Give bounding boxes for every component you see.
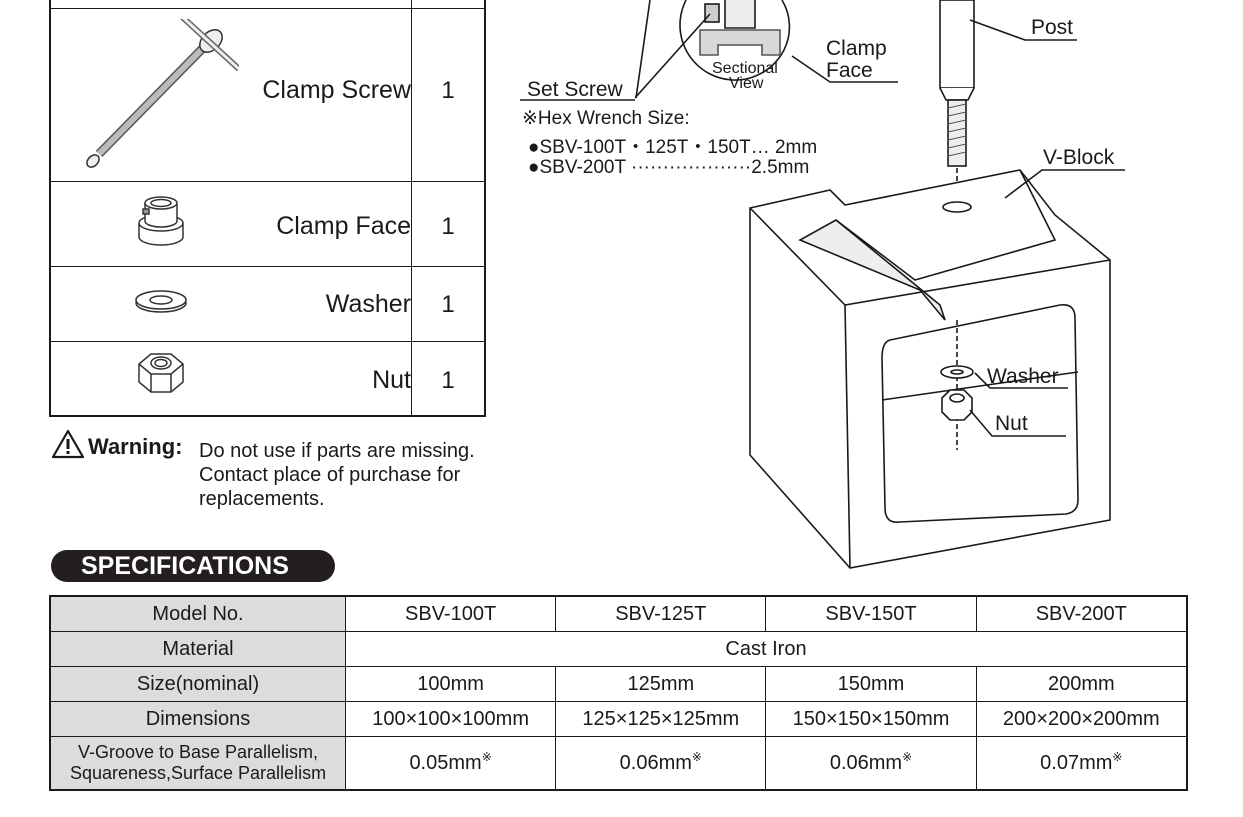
parts-row-washer: Washer 1 <box>51 266 484 342</box>
hex-wrench-title: ※Hex Wrench Size: <box>522 108 690 129</box>
spec-value: 0.06mm <box>619 751 692 774</box>
spec-cell: 0.05mm※ <box>344 736 557 791</box>
part-qty: 1 <box>441 77 455 104</box>
diagram-label-clamp-face: Face <box>826 59 873 82</box>
nut-icon <box>138 353 184 393</box>
spec-value: 0.06mm <box>829 751 903 774</box>
part-name: Clamp Face <box>276 212 411 240</box>
diagram-label-sectional-view: View <box>729 75 764 92</box>
diagram-label-nut: Nut <box>995 412 1028 435</box>
spec-cell: 0.06mm※ <box>555 736 767 791</box>
parts-row-clamp-screw: Clamp Screw 1 <box>51 8 484 181</box>
part-qty: 1 <box>441 213 455 240</box>
washer-icon <box>135 290 187 313</box>
hex-wrench-row: ●SBV-200T ···················2.5mm <box>528 157 810 178</box>
diagram-label-clamp-face: Clamp <box>826 37 887 60</box>
warning-label: Warning: <box>88 434 183 459</box>
warning-text-line: replacements. <box>199 488 325 510</box>
diagram-label-washer: Washer <box>987 365 1059 388</box>
spec-row-header: Material <box>49 631 346 667</box>
part-qty: 1 <box>441 367 455 394</box>
part-name: Washer <box>325 290 411 318</box>
v-block-assembly-diagram <box>520 0 1125 569</box>
qty-column-divider <box>411 0 412 415</box>
specifications-table: Model No. SBV-100T SBV-125T SBV-150T SBV… <box>49 595 1188 791</box>
spec-row-header: Model No. <box>49 595 346 632</box>
part-name: Clamp Screw <box>262 76 411 104</box>
spec-cell: SBV-100T <box>344 595 557 632</box>
warning-text-line: Contact place of purchase for <box>199 464 461 486</box>
spec-cell: 150×150×150mm <box>765 701 977 737</box>
note-mark: ※ <box>691 749 702 764</box>
warning-icon <box>51 429 85 459</box>
spec-value: 0.05mm <box>409 751 482 774</box>
spec-cell: 125mm <box>555 666 767 702</box>
spec-row-header-line: V-Groove to Base Parallelism, <box>77 742 319 762</box>
specifications-heading: SPECIFICATIONS <box>51 550 335 582</box>
spec-cell: 100×100×100mm <box>344 701 557 737</box>
note-mark: ※ <box>481 749 492 764</box>
diagram-label-post: Post <box>1031 16 1074 39</box>
spec-row-material: Material Cast Iron <box>49 631 1188 667</box>
spec-row-model: Model No. SBV-100T SBV-125T SBV-150T SBV… <box>49 595 1188 632</box>
spec-row-header-line: Squareness,Surface Parallelism <box>69 763 327 783</box>
part-name: Nut <box>372 366 411 394</box>
note-mark: ※ <box>902 749 913 764</box>
spec-cell: 125×125×125mm <box>555 701 767 737</box>
spec-row-header: Size(nominal) <box>49 666 346 702</box>
spec-row-parallelism: V-Groove to Base Parallelism, Squareness… <box>49 736 1188 791</box>
spec-row-header: V-Groove to Base Parallelism, Squareness… <box>49 736 346 791</box>
spec-cell: 150mm <box>765 666 977 702</box>
clamp-face-icon <box>138 196 184 246</box>
spec-cell: SBV-150T <box>765 595 977 632</box>
diagram-label-sectional-view: Sectional <box>712 60 778 77</box>
diagram-label-v-block: V-Block <box>1043 146 1115 169</box>
spec-cell: 0.06mm※ <box>765 736 977 791</box>
note-mark: ※ <box>1112 749 1123 764</box>
spec-cell: Cast Iron <box>345 631 1188 667</box>
spec-cell: SBV-200T <box>975 595 1188 632</box>
spec-value: 0.07mm <box>1040 751 1113 774</box>
spec-cell: 200×200×200mm <box>975 701 1188 737</box>
spec-cell: 100mm <box>344 666 557 702</box>
spec-cell: 0.07mm※ <box>975 736 1188 791</box>
spec-row-header: Dimensions <box>49 701 346 737</box>
clamp-screw-icon <box>86 19 239 168</box>
hex-wrench-row: ●SBV-100T・125T・150T… 2mm <box>528 137 818 158</box>
warning-text-line: Do not use if parts are missing. <box>199 440 475 462</box>
parts-row-clamp-face: Clamp Face 1 <box>51 181 484 267</box>
parts-row-nut: Nut 1 <box>51 341 484 418</box>
spec-row-size: Size(nominal) 100mm 125mm 150mm 200mm <box>49 666 1188 702</box>
spec-cell: 200mm <box>975 666 1188 702</box>
part-qty: 1 <box>441 291 455 318</box>
spec-row-dimensions: Dimensions 100×100×100mm 125×125×125mm 1… <box>49 701 1188 737</box>
parts-table: Clamp Screw 1 Clamp Face 1 Washer <box>49 0 486 417</box>
diagram-label-set-screw: Set Screw <box>527 78 623 101</box>
spec-cell: SBV-125T <box>555 595 767 632</box>
